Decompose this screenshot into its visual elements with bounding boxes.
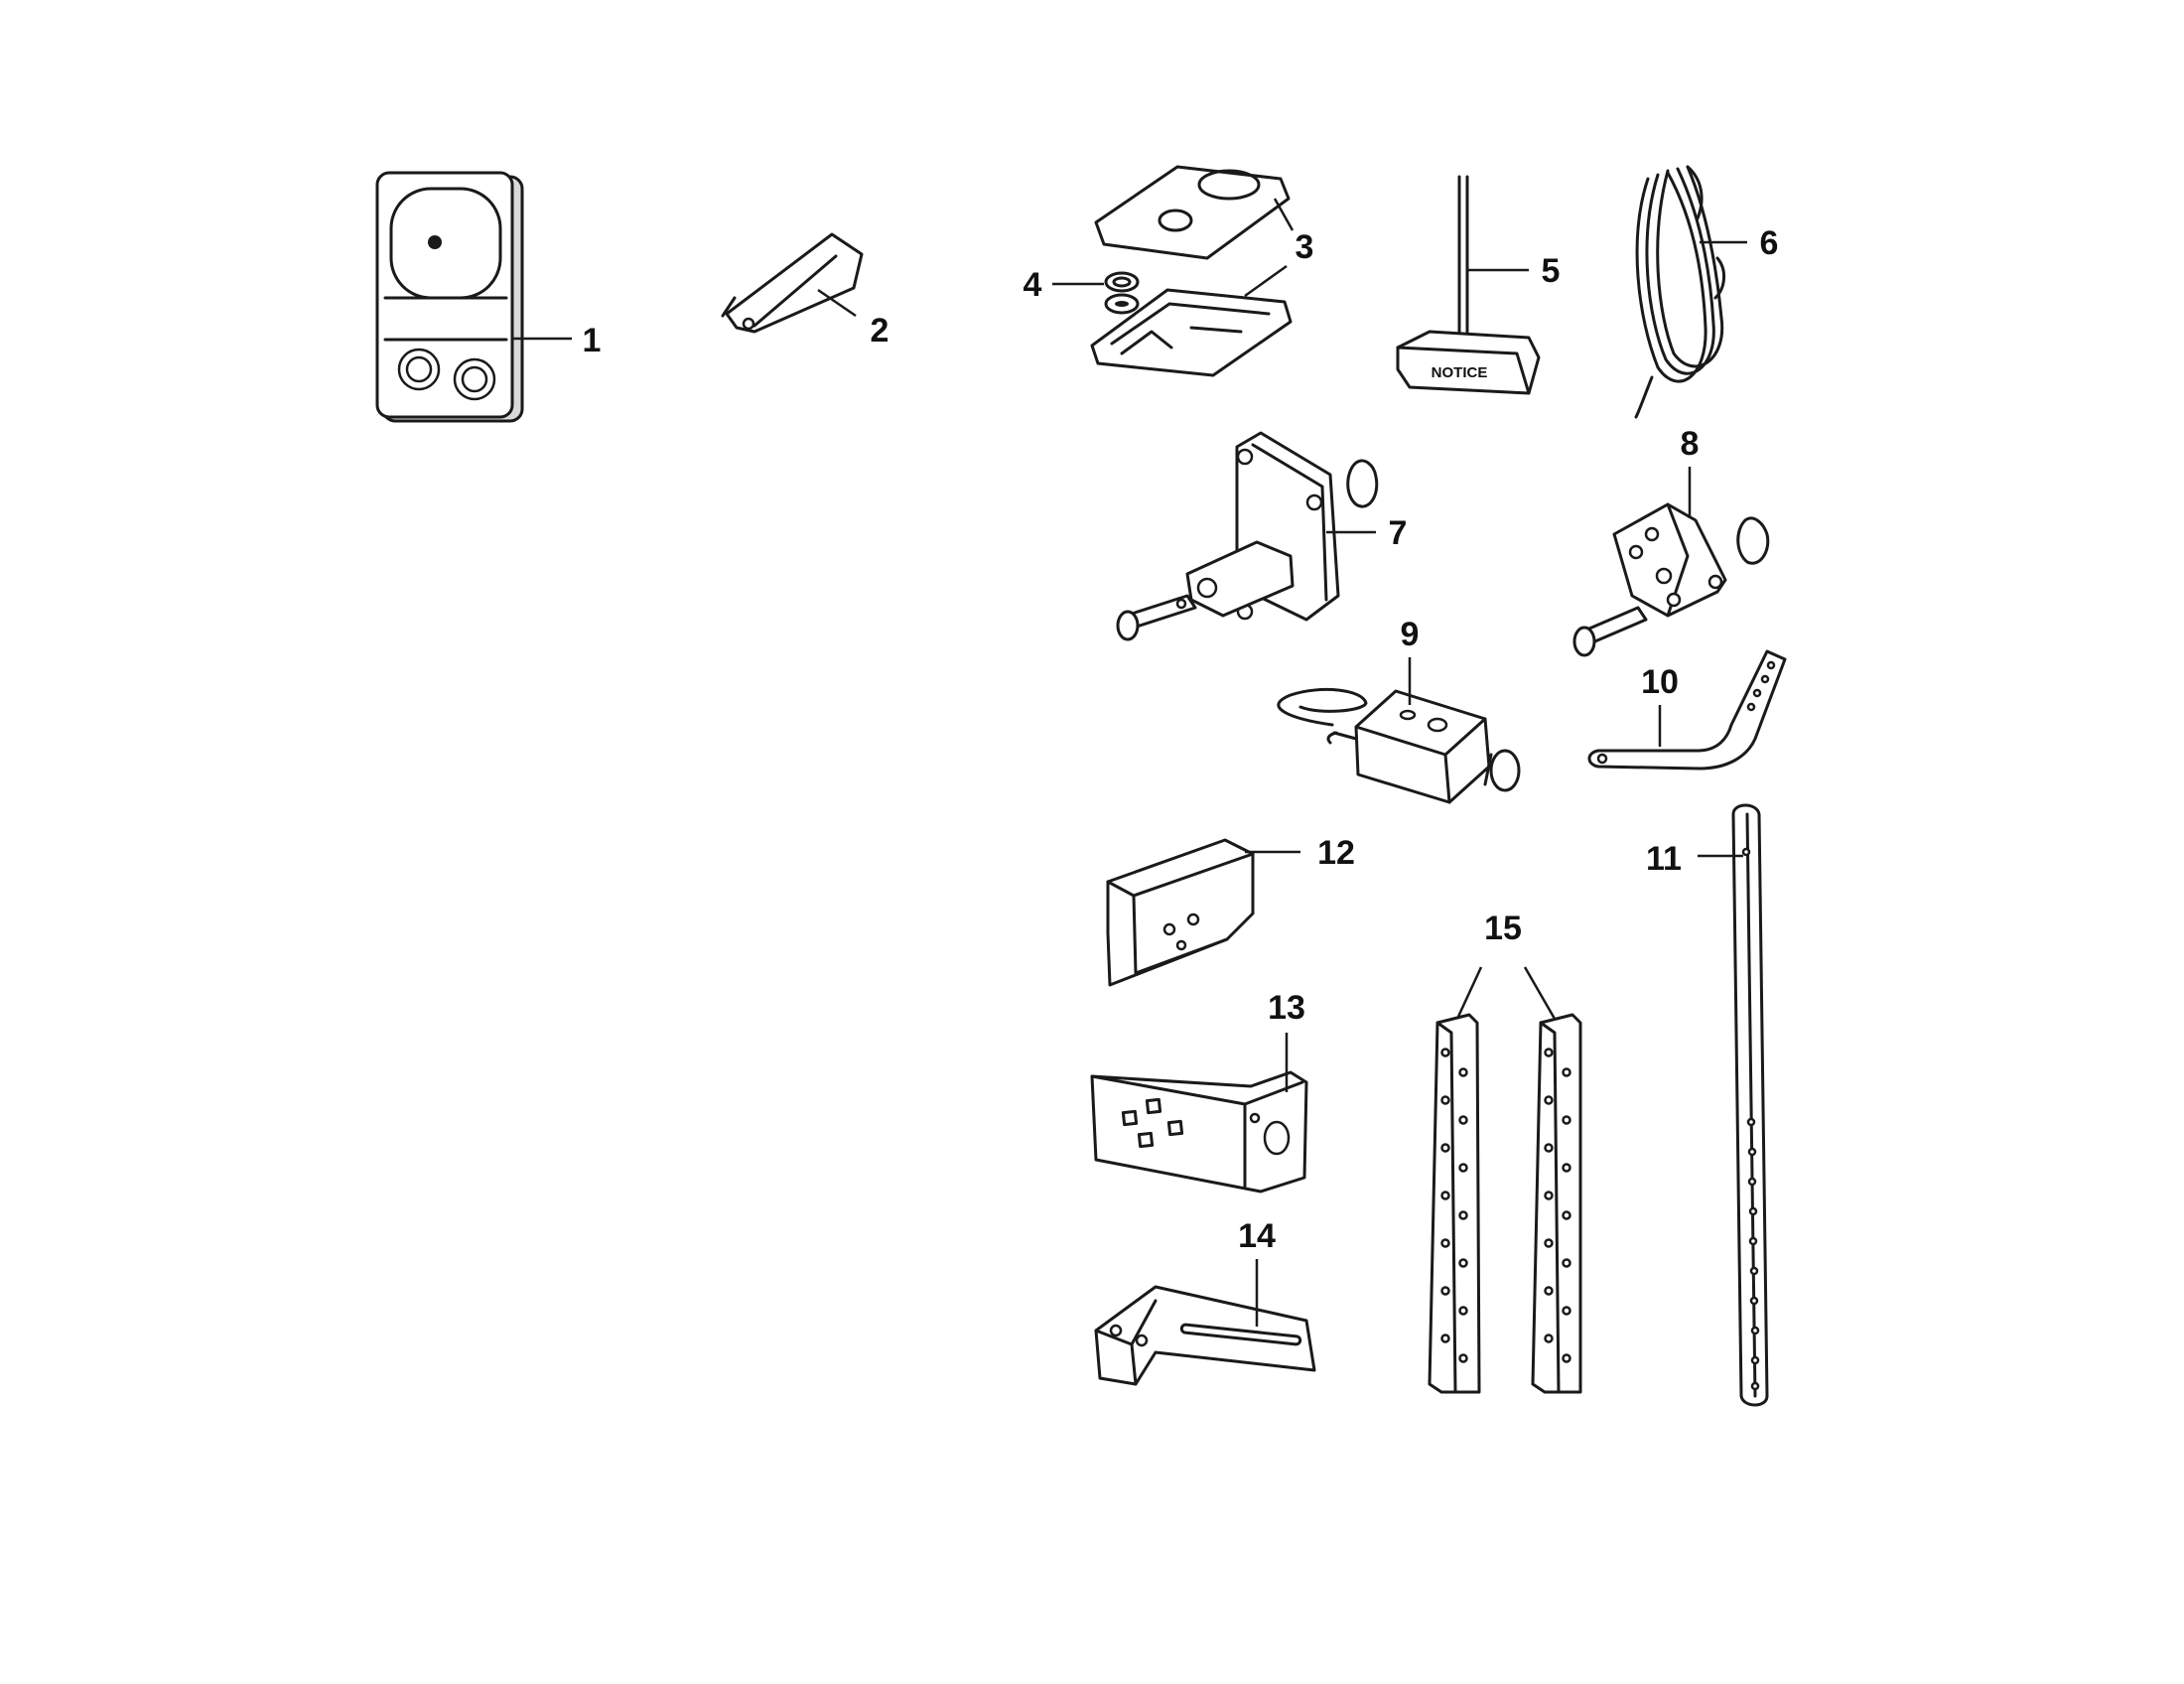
callout-2: 2 [871,312,889,350]
callout-4: 4 [1024,266,1042,304]
part-13-angle-bracket [1090,1070,1308,1193]
callout-14: 14 [1238,1217,1276,1255]
callout-13: 13 [1268,989,1305,1027]
part-9-safety-sensor [1277,687,1521,804]
part-15-perforated-rails [1428,1013,1582,1394]
part-1-wall-control [375,171,524,423]
part-5-notice-sign: NOTICE [1396,175,1541,395]
part-7-door-bracket [1116,431,1379,641]
callout-12: 12 [1317,834,1355,872]
part-2-visor-clip [721,232,864,334]
callout-6: 6 [1760,224,1779,262]
rail-b-holes [1544,1048,1571,1363]
callout-9: 9 [1401,616,1420,653]
rail-a-holes [1440,1048,1468,1363]
part-11-straight-arm [1731,803,1769,1407]
part-6-wire-bundle [1634,165,1725,419]
part-4-battery [1104,271,1140,315]
part-12-u-bracket [1106,838,1255,987]
callout-7: 7 [1389,514,1408,552]
callout-3: 3 [1296,228,1314,266]
callout-10: 10 [1641,663,1679,701]
callout-15: 15 [1484,910,1522,947]
part-8-trolley-bracket [1572,502,1770,657]
callout-1: 1 [583,322,602,359]
part-14-slotted-bracket [1094,1285,1316,1386]
callout-5: 5 [1542,252,1561,290]
notice-sign-text: NOTICE [1432,364,1488,381]
callout-11: 11 [1646,840,1682,878]
part-3-remote-transmitter [1090,165,1293,377]
part-10-curved-arm [1587,649,1787,771]
callout-8: 8 [1681,425,1700,463]
